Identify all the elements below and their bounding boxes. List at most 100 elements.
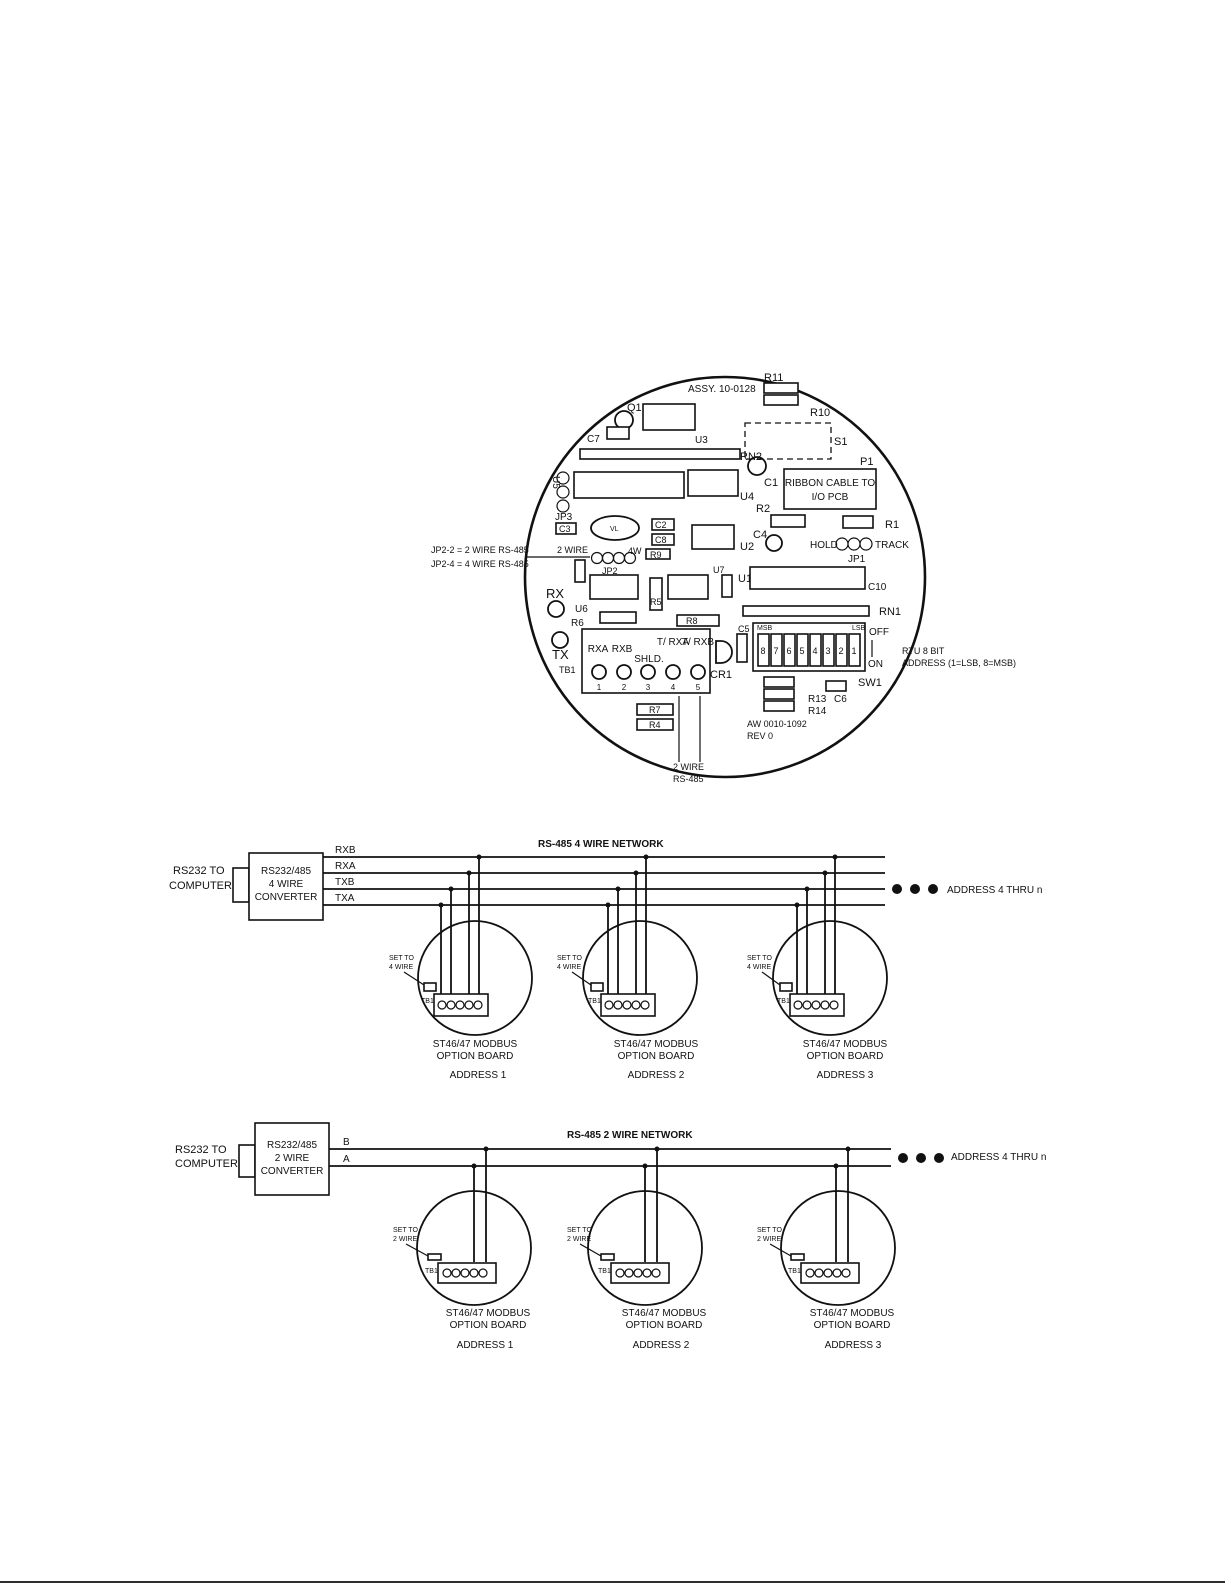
junction-dot	[654, 1146, 660, 1152]
device-board-outline	[772, 920, 888, 1036]
four-wire-rs232-label-2: COMPUTER	[169, 880, 232, 892]
u4-label: U4	[740, 491, 754, 503]
two-wire-rs485-1: 2 WIRE	[673, 762, 704, 772]
dip-5	[809, 633, 822, 667]
u4-chip	[687, 469, 739, 497]
address-label: ADDRESS 2	[633, 1340, 690, 1351]
four-wire-more-addresses: ADDRESS 4 THRU n	[947, 885, 1042, 896]
two-wire-device-2: SET TO 2 WIRE TB1 ST46/47 MODBUS OPTION …	[567, 1146, 707, 1351]
jp2-label: JP2	[602, 566, 618, 576]
terminal-2	[616, 664, 632, 680]
set-to-label-1: SET TO	[757, 1227, 782, 1234]
rn2-label: RN2	[740, 451, 762, 463]
q1-label: Q1	[627, 402, 642, 414]
terminal-block	[610, 1262, 670, 1284]
u3-chip	[642, 403, 696, 431]
dip-label-5: 4	[812, 646, 817, 656]
junction-dot	[833, 1163, 839, 1169]
c8-capacitor	[651, 533, 675, 546]
jumper	[423, 982, 437, 992]
u5-label: U5	[550, 476, 561, 489]
board-label-1: ST46/47 MODBUS	[446, 1308, 531, 1319]
device-board-outline	[780, 1190, 896, 1306]
ribbon-label-2: I/O PCB	[812, 492, 849, 503]
device-board-outline	[582, 920, 698, 1036]
address-label: ADDRESS 1	[457, 1340, 514, 1351]
jumper	[790, 1253, 805, 1261]
jumper-leader	[579, 1243, 602, 1257]
terminal	[464, 1000, 474, 1010]
continuation-dot-2	[916, 1153, 926, 1163]
two-wire-converter-1: RS232/485	[267, 1140, 317, 1151]
junction-dot	[476, 854, 482, 860]
tb1-label: TB1	[421, 998, 434, 1005]
junction-dot	[605, 902, 611, 908]
p1-ribbon-connector	[783, 468, 877, 510]
terminal	[640, 1000, 650, 1010]
terminal	[811, 1000, 821, 1010]
board-label-2: OPTION BOARD	[437, 1051, 514, 1062]
terminal	[622, 1000, 632, 1010]
two-wire-tag: 2 WIRE	[557, 545, 588, 555]
jp2-pin-2	[601, 551, 615, 565]
dip-4	[796, 633, 809, 667]
two-wire-device-1: SET TO 2 WIRE TB1 ST46/47 MODBUS OPTION …	[393, 1146, 532, 1351]
terminal-number-4: 4	[671, 683, 676, 692]
board-label-2: OPTION BOARD	[450, 1320, 527, 1331]
set-to-label-1: SET TO	[389, 955, 414, 962]
four-wire-converter-3: CONVERTER	[255, 892, 318, 903]
small-resistor	[574, 559, 586, 583]
r9-label: R9	[650, 550, 662, 560]
junction-dot	[804, 886, 810, 892]
pcb-board: ASSY. 10-0128 R11 R10 S1 Q1 C7 U3 RN2 C1…	[431, 372, 1016, 784]
board-label-2: OPTION BOARD	[807, 1051, 884, 1062]
four-wire-device-3: SET TO 4 WIRE TB1 ST46/47 MODBUS OPTION …	[747, 854, 888, 1081]
c5-capacitor	[736, 633, 748, 663]
address-label: ADDRESS 2	[628, 1070, 685, 1081]
terminal	[832, 1268, 842, 1278]
artwork-1: AW 0010-1092	[747, 719, 807, 729]
dip-label-1: 8	[760, 646, 765, 656]
junction-dot	[615, 886, 621, 892]
terminal-block	[437, 1262, 497, 1284]
two-wire-converter-box	[254, 1122, 330, 1196]
terminal-number-3: 3	[646, 683, 651, 692]
jp2-pin-3	[612, 551, 626, 565]
r5-resistor	[649, 577, 663, 611]
s1-label: S1	[834, 436, 847, 448]
terminal	[469, 1268, 479, 1278]
via-2	[556, 485, 570, 499]
pcb-outline	[523, 375, 927, 779]
dip-8	[848, 633, 861, 667]
terminal-3	[640, 664, 656, 680]
two-wire-converter-3: CONVERTER	[261, 1166, 324, 1177]
rn1-label: RN1	[879, 606, 901, 618]
cr1-label: CR1	[710, 669, 732, 681]
two-wire-network: RS-485 2 WIRE NETWORK RS232 TO COMPUTER …	[175, 1122, 1046, 1351]
s1-switch-outline	[744, 422, 832, 460]
lsb-label: LSB	[852, 625, 866, 632]
c2-label: C2	[655, 520, 667, 530]
u7-chip	[667, 574, 709, 600]
bus-label-txa: TXA	[335, 893, 355, 904]
r6-label: R6	[571, 618, 584, 629]
board-label-2: OPTION BOARD	[814, 1320, 891, 1331]
jp2-pin-1	[590, 551, 604, 565]
jp1-pin-2	[847, 537, 861, 551]
artwork-2: REV 0	[747, 731, 773, 741]
c2-capacitor	[651, 518, 675, 531]
tx-led	[551, 631, 569, 649]
address-label: ADDRESS 3	[825, 1340, 882, 1351]
junction-dot	[633, 870, 639, 876]
terminal-block	[800, 1262, 860, 1284]
terminal-label-1: RXA	[588, 644, 609, 655]
address-label: ADDRESS 1	[450, 1070, 507, 1081]
r2-resistor	[770, 514, 806, 528]
terminal	[446, 1000, 456, 1010]
terminal	[793, 1000, 803, 1010]
terminal	[841, 1268, 851, 1278]
four-wire-network: RS-485 4 WIRE NETWORK RS232 TO COMPUTER …	[169, 839, 1042, 1081]
rtu-note-1: RTU 8 BIT	[902, 646, 945, 656]
jumper-leader	[769, 1243, 792, 1257]
jumper-leader	[403, 971, 425, 986]
